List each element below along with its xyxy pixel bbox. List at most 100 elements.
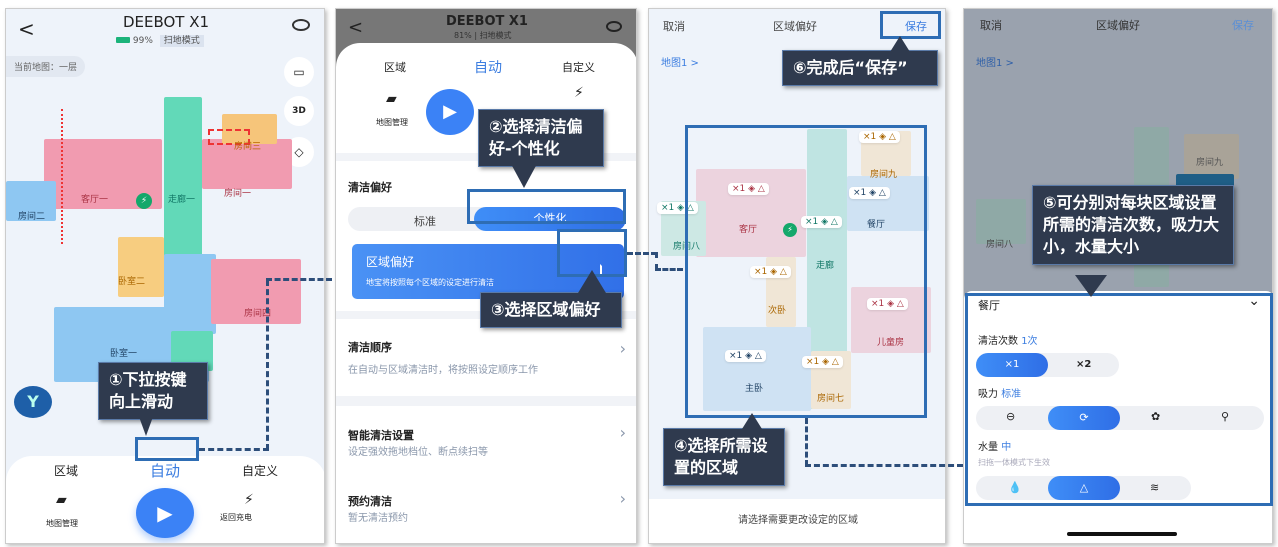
- room-master[interactable]: [703, 327, 811, 411]
- list-item-smart-settings[interactable]: 智能清洁设置 设定强效拖地档位、断点续扫等 ›: [336, 421, 636, 476]
- cancel-button[interactable]: 取消: [980, 19, 1002, 32]
- pref-standard[interactable]: 标准: [414, 215, 436, 228]
- chevron-right-icon: ›: [619, 339, 626, 358]
- connector: [627, 252, 657, 255]
- callout-step2: ②选择清洁偏好-个性化: [478, 109, 604, 167]
- phone-screen-area-pref: 取消 区域偏好 保存 地图1 > ×1 ◈ △ 客厅 ×1 ◈ △ 走廊 ×1 …: [648, 8, 946, 544]
- screen-title: 区域偏好: [1096, 19, 1140, 32]
- suction-standard-icon[interactable]: ⟳: [1048, 406, 1120, 430]
- item-desc: 设定强效拖地档位、断点续扫等: [348, 447, 488, 458]
- water-high-icon[interactable]: ≋: [1150, 481, 1160, 494]
- water-low-icon[interactable]: 💧: [1008, 481, 1022, 494]
- area-pref-desc: 地宝将按照每个区域的设定进行清洁: [366, 278, 494, 287]
- room-label: 儿童房: [877, 338, 905, 348]
- room-corridor[interactable]: [164, 97, 202, 257]
- map-manage-label[interactable]: 地图管理: [46, 519, 78, 528]
- start-button[interactable]: ▶: [136, 488, 194, 538]
- connector: [655, 268, 683, 271]
- home-indicator: [1067, 532, 1177, 536]
- count-x1[interactable]: ×1: [976, 353, 1048, 377]
- tab-area[interactable]: 区域: [384, 61, 406, 74]
- room-settings-chip: ×1 ◈ △: [728, 183, 769, 195]
- tab-auto[interactable]: 自动: [150, 462, 181, 480]
- current-map-label[interactable]: 当前地图：一层: [6, 56, 86, 77]
- room-settings-chip: ×1 ◈ △: [750, 266, 791, 278]
- lightning-icon[interactable]: ⚡: [244, 492, 254, 508]
- back-button[interactable]: <: [18, 17, 35, 41]
- map-manage-icon[interactable]: ▰: [56, 492, 67, 508]
- map-selector[interactable]: 地图1 >: [661, 58, 699, 69]
- screen-title: 区域偏好: [773, 20, 817, 33]
- item-desc: 在自动与区域清洁时，将按照设定顺序工作: [348, 365, 538, 376]
- map-selector[interactable]: 地图1 >: [976, 58, 1014, 69]
- item-title: 预约清洁: [348, 495, 392, 508]
- collapse-chevron-icon[interactable]: ⌄: [1248, 293, 1260, 309]
- tab-auto[interactable]: 自动: [474, 60, 502, 76]
- room-settings-chip: ×1 ◈ △: [725, 350, 766, 362]
- footer-hint: 请选择需要更改设定的区域: [738, 515, 858, 526]
- map-manage-label[interactable]: 地图管理: [376, 118, 408, 127]
- callout-step1: ①下拉按键向上滑动: [98, 362, 208, 420]
- water-medium-icon[interactable]: △: [1048, 476, 1120, 500]
- callout-pointer: [890, 36, 910, 52]
- mode-badge: 扫地模式: [479, 31, 512, 40]
- connector: [266, 280, 269, 450]
- connector: [805, 464, 963, 467]
- connector: [199, 448, 269, 451]
- save-button[interactable]: 保存: [905, 20, 927, 33]
- tab-custom[interactable]: 自定义: [242, 464, 279, 478]
- device-title: DEEBOT X1: [446, 14, 528, 29]
- map-manage-icon[interactable]: ▰: [386, 91, 397, 107]
- room-1[interactable]: [202, 139, 292, 189]
- list-item-clean-order[interactable]: 清洁顺序 在自动与区域清洁时，将按照设定顺序工作 ›: [336, 333, 636, 388]
- room-label: 客厅一: [81, 195, 109, 205]
- callout-pointer: [138, 414, 154, 436]
- room-label: 房间九: [870, 170, 898, 180]
- suction-quiet-icon[interactable]: ⊖: [1006, 410, 1016, 423]
- room-label: 房间九: [1196, 158, 1224, 168]
- assistant-icon[interactable]: Y: [14, 386, 52, 418]
- room-label: 房间一: [224, 189, 252, 199]
- save-button[interactable]: 保存: [1232, 19, 1254, 32]
- back-button[interactable]: <: [348, 17, 364, 38]
- room-dining[interactable]: [847, 176, 929, 231]
- tab-custom[interactable]: 自定义: [562, 61, 595, 74]
- suction-max-icon[interactable]: ⚲: [1221, 410, 1230, 423]
- count-x2[interactable]: ×2: [1076, 359, 1092, 370]
- chevron-right-icon: ›: [619, 489, 626, 508]
- highlight-room-sheet: [965, 293, 1273, 506]
- 3d-button[interactable]: 3D: [284, 96, 314, 126]
- room-settings-chip: ×1 ◈ △: [801, 216, 842, 228]
- mode-badge: 扫地模式: [159, 35, 204, 47]
- room-label: 主卧: [745, 384, 764, 394]
- tab-area[interactable]: 区域: [54, 464, 79, 478]
- list-item-schedule[interactable]: 预约清洁 暂无清洁预约 ›: [336, 487, 636, 537]
- suction-strong-icon[interactable]: ✿: [1151, 410, 1161, 423]
- water-note: 扫拖一体模式下生效: [978, 458, 1050, 467]
- room-label: 房间三: [234, 142, 262, 152]
- callout-step5: ⑤可分别对每块区域设置所需的清洁次数，吸力大小，水量大小: [1032, 185, 1234, 265]
- room-4[interactable]: [211, 259, 301, 324]
- room-settings-chip: ×1 ◈ △: [849, 187, 890, 199]
- chevron-right-icon: ›: [619, 423, 626, 442]
- cancel-button[interactable]: 取消: [663, 20, 685, 33]
- room-label: 次卧: [768, 306, 787, 316]
- room-label: 房间八: [986, 240, 1014, 250]
- room-2[interactable]: [6, 181, 56, 221]
- video-button[interactable]: ▭: [284, 57, 314, 87]
- room-settings-chip: ×1 ◈ △: [802, 356, 843, 368]
- room-9: [1184, 134, 1239, 179]
- room-name: 餐厅: [978, 299, 1000, 312]
- highlight-map: [685, 125, 927, 418]
- eye-icon[interactable]: [606, 21, 622, 32]
- lightning-icon[interactable]: ⚡: [574, 85, 584, 101]
- callout-step4: ④选择所需设置的区域: [663, 428, 785, 486]
- return-charge-label[interactable]: 返回充电: [220, 513, 252, 522]
- room-bed2[interactable]: [118, 237, 164, 297]
- room-label: 走廊: [816, 261, 835, 271]
- count-label: 清洁次数 1次: [978, 336, 1038, 347]
- start-button[interactable]: ▶: [426, 89, 474, 135]
- callout-pointer: [1075, 275, 1107, 297]
- eye-icon[interactable]: [292, 19, 310, 31]
- phone-screen-room-settings: 取消 区域偏好 保存 地图1 > 房间九 房间八 餐厅 ⌄ 清洁次数 1次 ×1…: [963, 8, 1273, 544]
